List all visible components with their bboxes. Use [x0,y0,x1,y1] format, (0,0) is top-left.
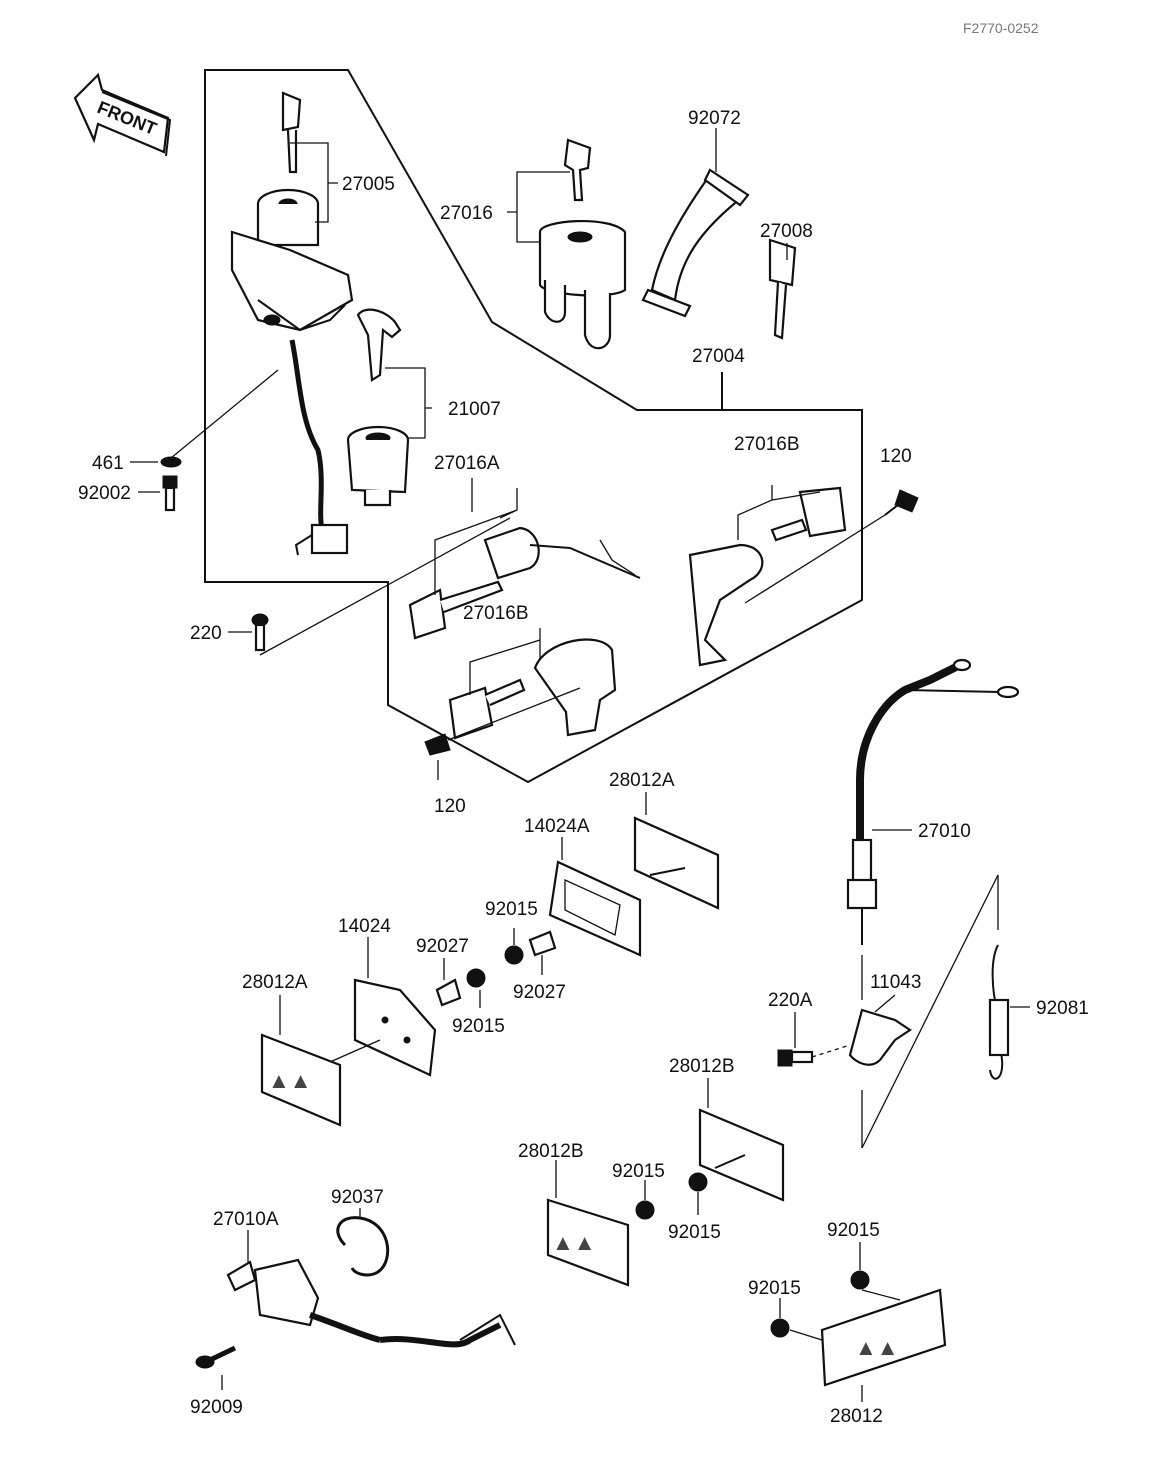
reflector-28012A-left: ▲▲ [260,1033,381,1127]
label-21007: 21007 [448,399,501,420]
screw-120-top [744,489,919,604]
spring-92081 [861,874,1010,1149]
switch-27010A [226,1258,516,1348]
kit-outline [204,69,863,784]
collar-92027-a [435,978,462,1007]
label-92015-a: 92015 [485,899,538,920]
label-27004: 27004 [692,346,745,367]
bracket-11043 [848,955,912,1148]
label-92027-b: 92027 [513,982,566,1003]
label-28012: 28012 [830,1406,883,1427]
screw-220 [251,517,511,656]
reflector-28012B-left: ▲▲ [546,1198,630,1287]
label-28012B-right: 28012B [669,1056,735,1077]
label-27016B-top: 27016B [734,434,800,455]
leader-lines [130,128,1030,1402]
label-14024A: 14024A [524,816,590,837]
housing-14024 [353,978,437,1077]
label-28012A-top: 28012A [609,770,675,791]
nut-92015-b [466,968,486,988]
svg-text:▲▲: ▲▲ [855,1335,899,1360]
label-120-bottom: 120 [434,796,466,817]
clamp-92037 [336,1216,390,1277]
label-28012B-left: 28012B [518,1141,584,1162]
nut-92015-a [504,945,524,965]
label-92015-c: 92015 [612,1161,665,1182]
key-27008 [768,238,797,340]
label-11043: 11043 [870,972,921,993]
lock-cylinder [346,308,410,507]
reflector-28012: ▲▲ [789,1288,947,1387]
svg-text:▲▲: ▲▲ [268,1068,312,1093]
bolt-220A [777,1049,814,1067]
bolt-92002 [162,475,178,512]
seat-lock [538,138,627,350]
label-27010A: 27010A [213,1209,279,1230]
nut-92015-e [850,1270,870,1290]
label-14024: 14024 [338,916,391,937]
label-92037: 92037 [331,1187,384,1208]
label-92015-e: 92015 [827,1220,880,1241]
label-28012A-left: 28012A [242,972,308,993]
label-27016: 27016 [440,203,493,224]
label-27016B-mid: 27016B [463,603,529,624]
screw-120-bottom [424,687,581,756]
reflector-28012A-top [633,816,720,910]
label-27010: 27010 [918,821,971,842]
svg-text:▲▲: ▲▲ [552,1230,596,1255]
nut-92015-c [635,1200,655,1220]
label-27016A: 27016A [434,453,500,474]
reflector-28012B-right [698,1108,785,1202]
diagram-code: F2770-0252 [963,20,1039,36]
label-92072: 92072 [688,108,741,129]
front-arrow-icon: FRONT [73,72,172,157]
label-461: 461 [92,453,124,474]
collar-92027-b [528,930,557,957]
housing-14024A [548,860,642,957]
brake-switch-27010 [846,658,1020,945]
label-92015-f: 92015 [748,1278,801,1299]
label-92015-b: 92015 [452,1016,505,1037]
lock-27016B-top [688,486,847,667]
nut-92015-d [688,1172,708,1192]
label-92002: 92002 [78,483,131,504]
nut-92015-f [770,1318,790,1338]
screw-92009 [195,1345,237,1369]
lock-27016B-mid [448,638,617,740]
label-120-top: 120 [880,446,912,467]
label-92081: 92081 [1036,998,1089,1019]
label-27005: 27005 [342,174,395,195]
label-27008: 27008 [760,221,813,242]
label-92027-a: 92027 [416,936,469,957]
lock-27016A [408,526,641,640]
ignition-switch [230,91,354,556]
label-92015-d: 92015 [668,1222,721,1243]
washer-461 [160,369,279,468]
helmet-strap [641,168,750,318]
label-220A: 220A [768,990,813,1011]
label-92009: 92009 [190,1397,243,1418]
label-220: 220 [190,623,222,644]
